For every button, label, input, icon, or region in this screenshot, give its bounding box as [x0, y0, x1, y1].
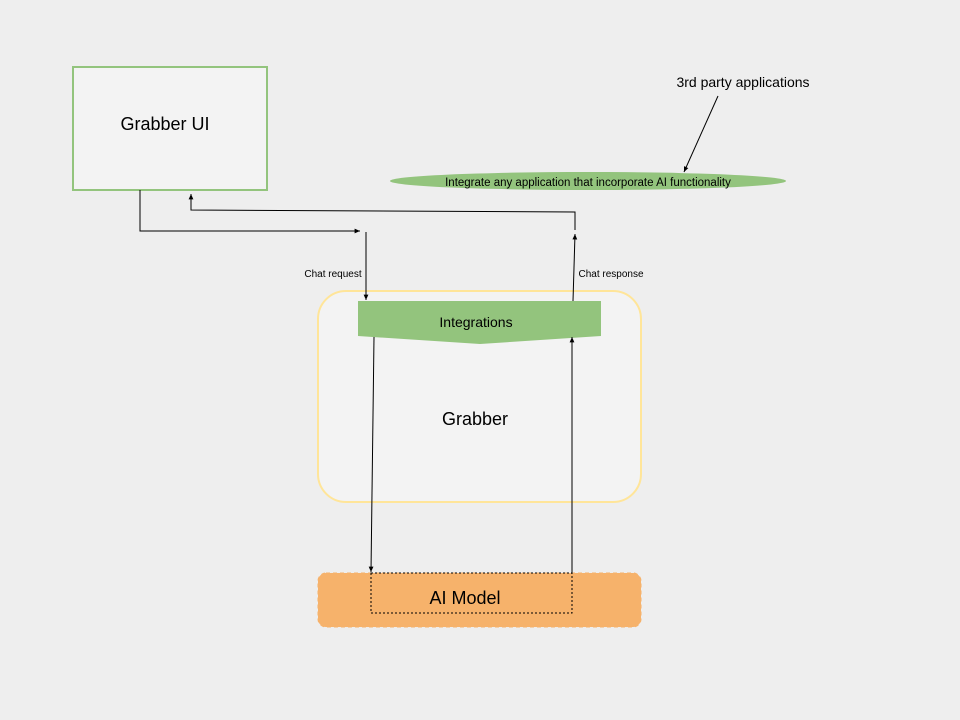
grabber-ui-box: [72, 66, 268, 191]
third-party-callout-arrow: [683, 95, 719, 173]
third-party-banner-label: Integrate any application that incorpora…: [445, 177, 731, 189]
ai-model-node: AI Model: [317, 572, 642, 628]
third-party-banner-node: Integrate any application that incorpora…: [390, 172, 786, 190]
connector-integrations-to-ai-model: [368, 336, 375, 573]
integrations-label: Integrations: [439, 314, 512, 330]
grabber-ui-node: Grabber UI: [72, 66, 268, 191]
grabber-node: Grabber: [317, 290, 642, 503]
grabber-ui-label: Grabber UI: [120, 114, 209, 134]
chat-request-label: Chat request: [304, 269, 361, 280]
connector-integrations-to-response: [572, 233, 578, 302]
grabber-box: [317, 290, 642, 503]
ai-model-inner-dashed-frame: [370, 572, 573, 614]
integrations-banner: [358, 301, 601, 344]
integrations-node: Integrations: [358, 301, 601, 344]
third-party-banner-ellipse: [390, 172, 786, 190]
grabber-label: Grabber: [442, 409, 508, 429]
connector-ui-to-request: [139, 190, 360, 234]
ai-model-label: AI Model: [429, 588, 500, 608]
third-party-annotation: 3rd party applications: [676, 74, 809, 90]
chat-response-label: Chat response: [578, 269, 643, 280]
connector-response-to-ui: [188, 194, 576, 230]
